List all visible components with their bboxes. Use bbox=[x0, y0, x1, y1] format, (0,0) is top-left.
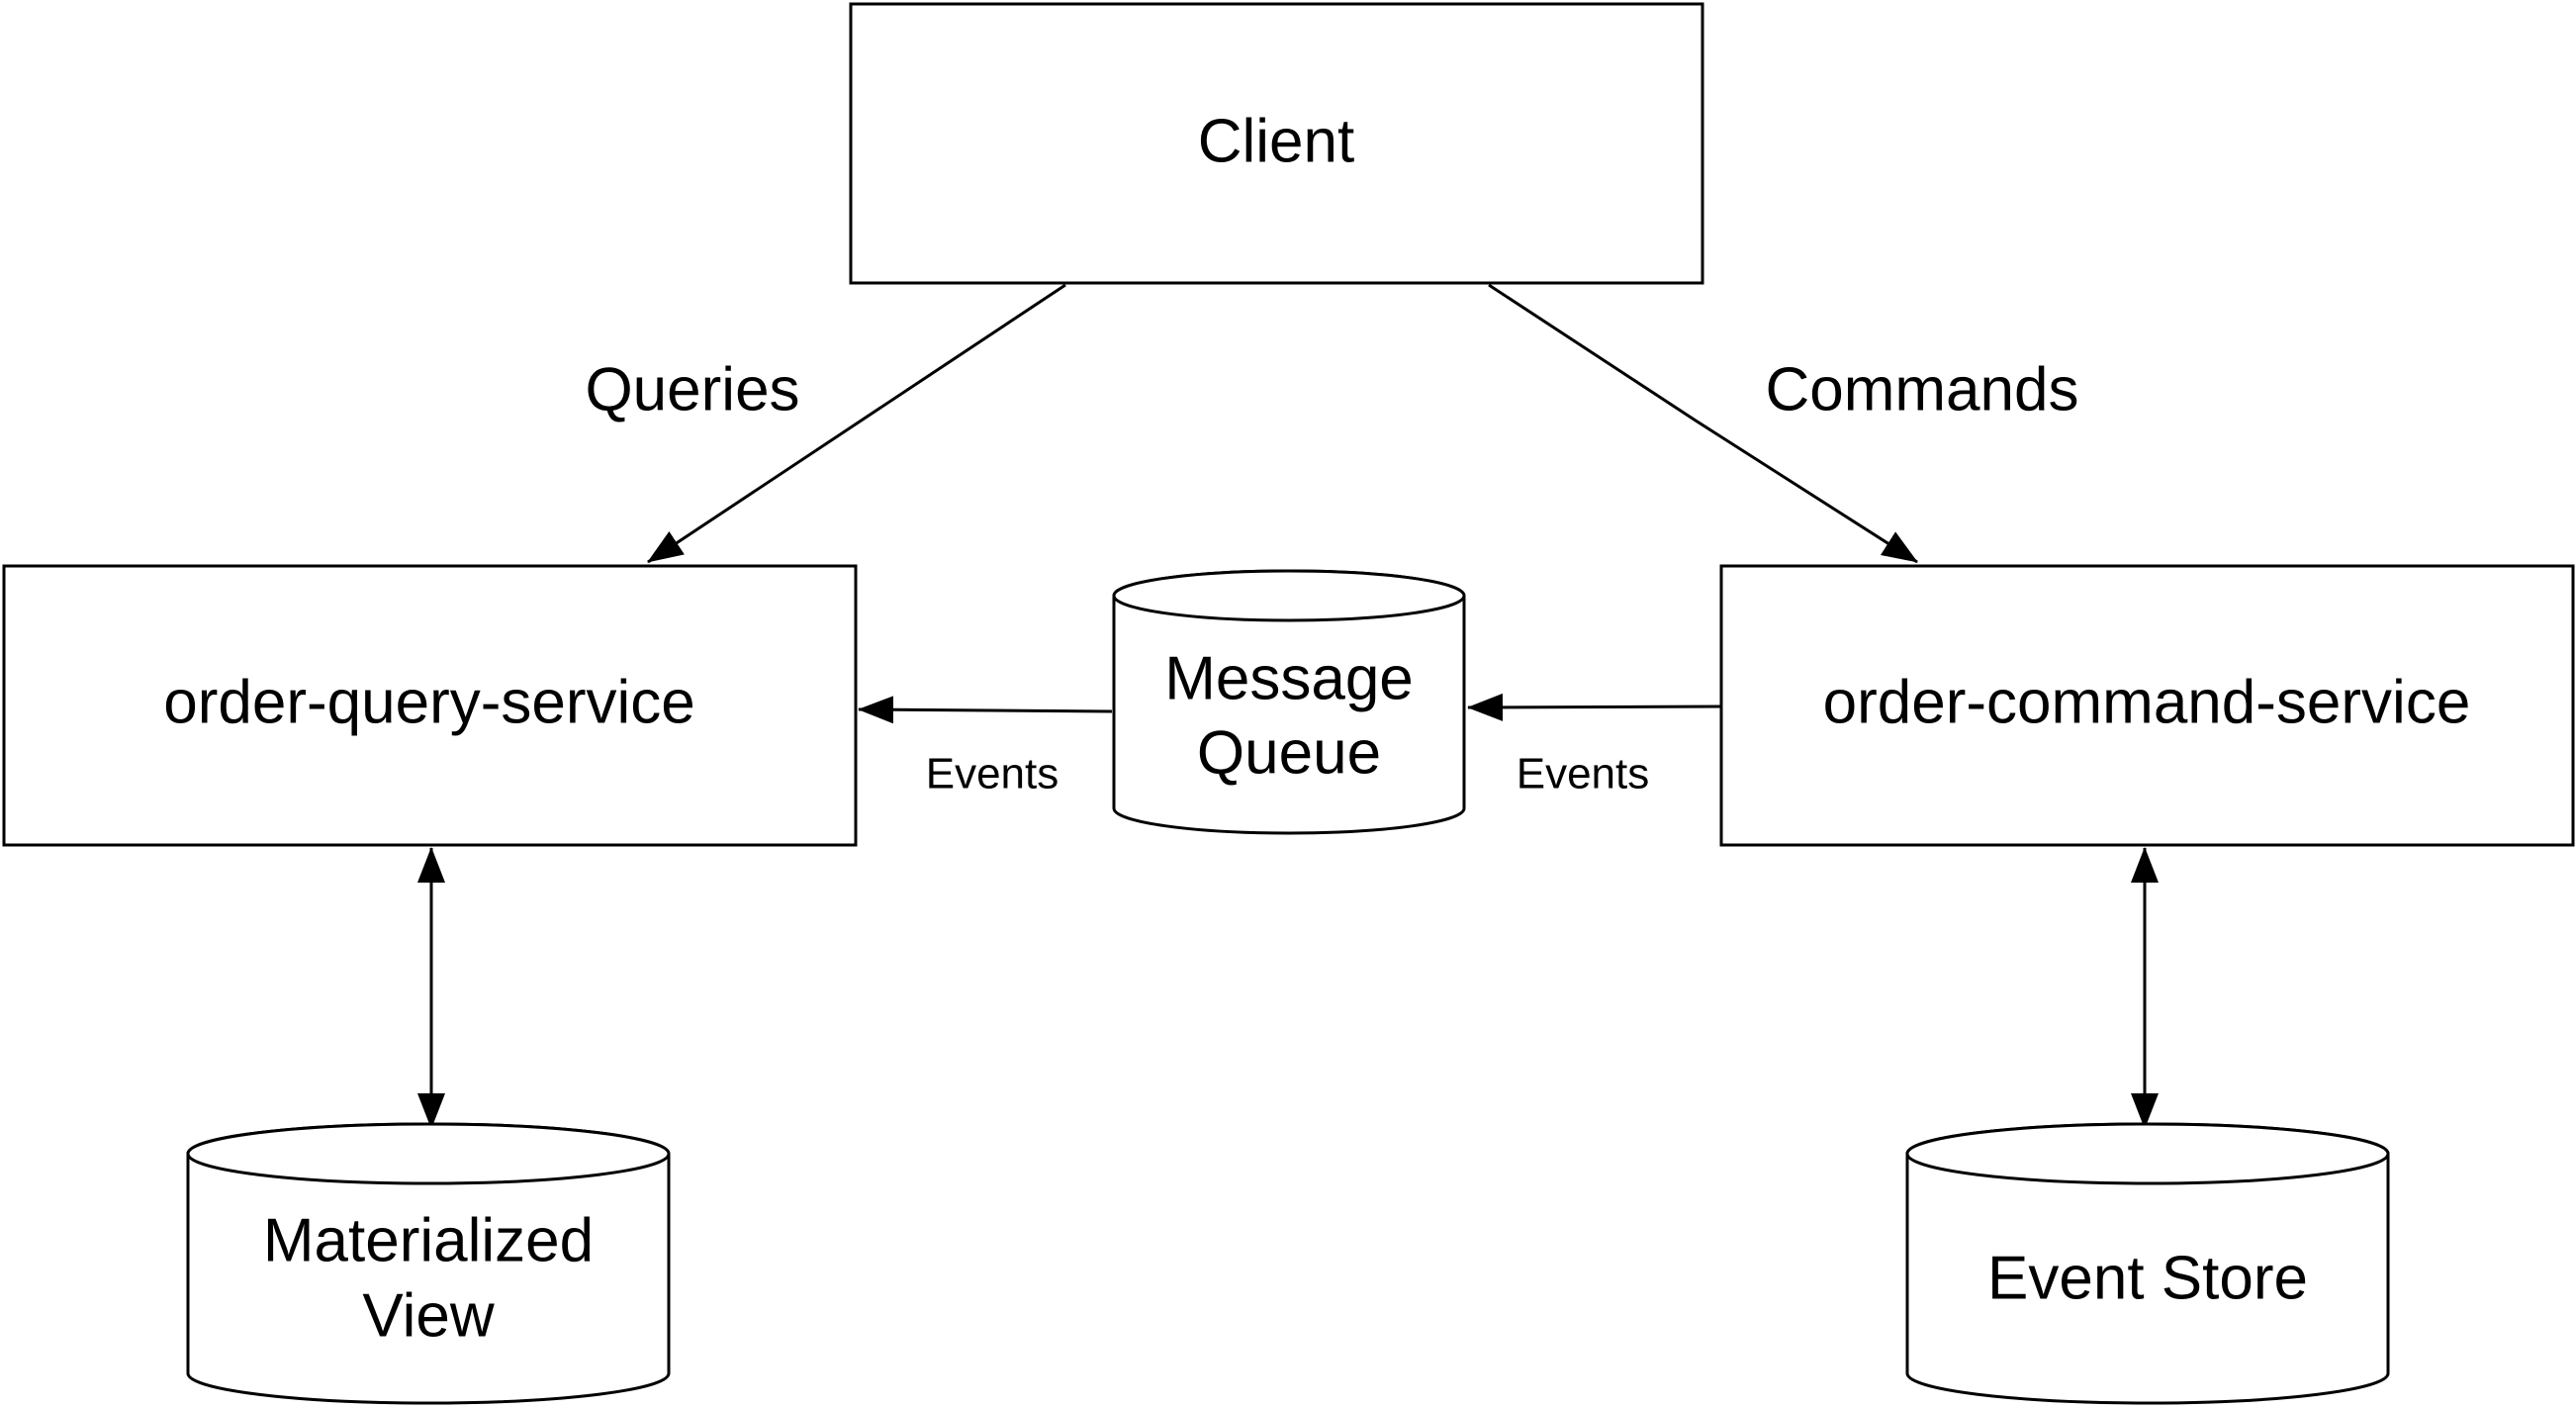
events-from-command-arrow bbox=[1467, 693, 1722, 721]
queries-arrow bbox=[647, 283, 1066, 564]
event-store-label: Event Store bbox=[1987, 1244, 2308, 1312]
query-service-label: order-query-service bbox=[163, 668, 695, 736]
command-service-node: order-command-service bbox=[1719, 564, 2575, 847]
query-service-node: order-query-service bbox=[2, 564, 858, 847]
events-to-query-label: Events bbox=[926, 750, 1059, 798]
commands-label: Commands bbox=[1766, 355, 2079, 423]
materialized-view-label-line1: Materialized bbox=[263, 1206, 594, 1274]
queries-label: Queries bbox=[585, 355, 799, 423]
event-store-node: Event Store bbox=[1905, 1122, 2390, 1405]
client-label: Client bbox=[1198, 107, 1355, 175]
commands-arrow bbox=[1488, 283, 1918, 564]
message-queue-label-line2: Queue bbox=[1197, 718, 1381, 787]
message-queue-label-line1: Message bbox=[1164, 644, 1414, 712]
materialized-view-node: Materialized View bbox=[186, 1122, 671, 1405]
materialized-view-label-line2: View bbox=[362, 1281, 494, 1350]
message-queue-node: Message Queue bbox=[1112, 569, 1466, 835]
command-service-label: order-command-service bbox=[1823, 668, 2471, 736]
events-from-command-label: Events bbox=[1517, 750, 1650, 798]
events-to-query-arrow bbox=[858, 696, 1113, 724]
client-node: Client bbox=[849, 2, 1704, 285]
edges bbox=[417, 283, 2159, 1129]
